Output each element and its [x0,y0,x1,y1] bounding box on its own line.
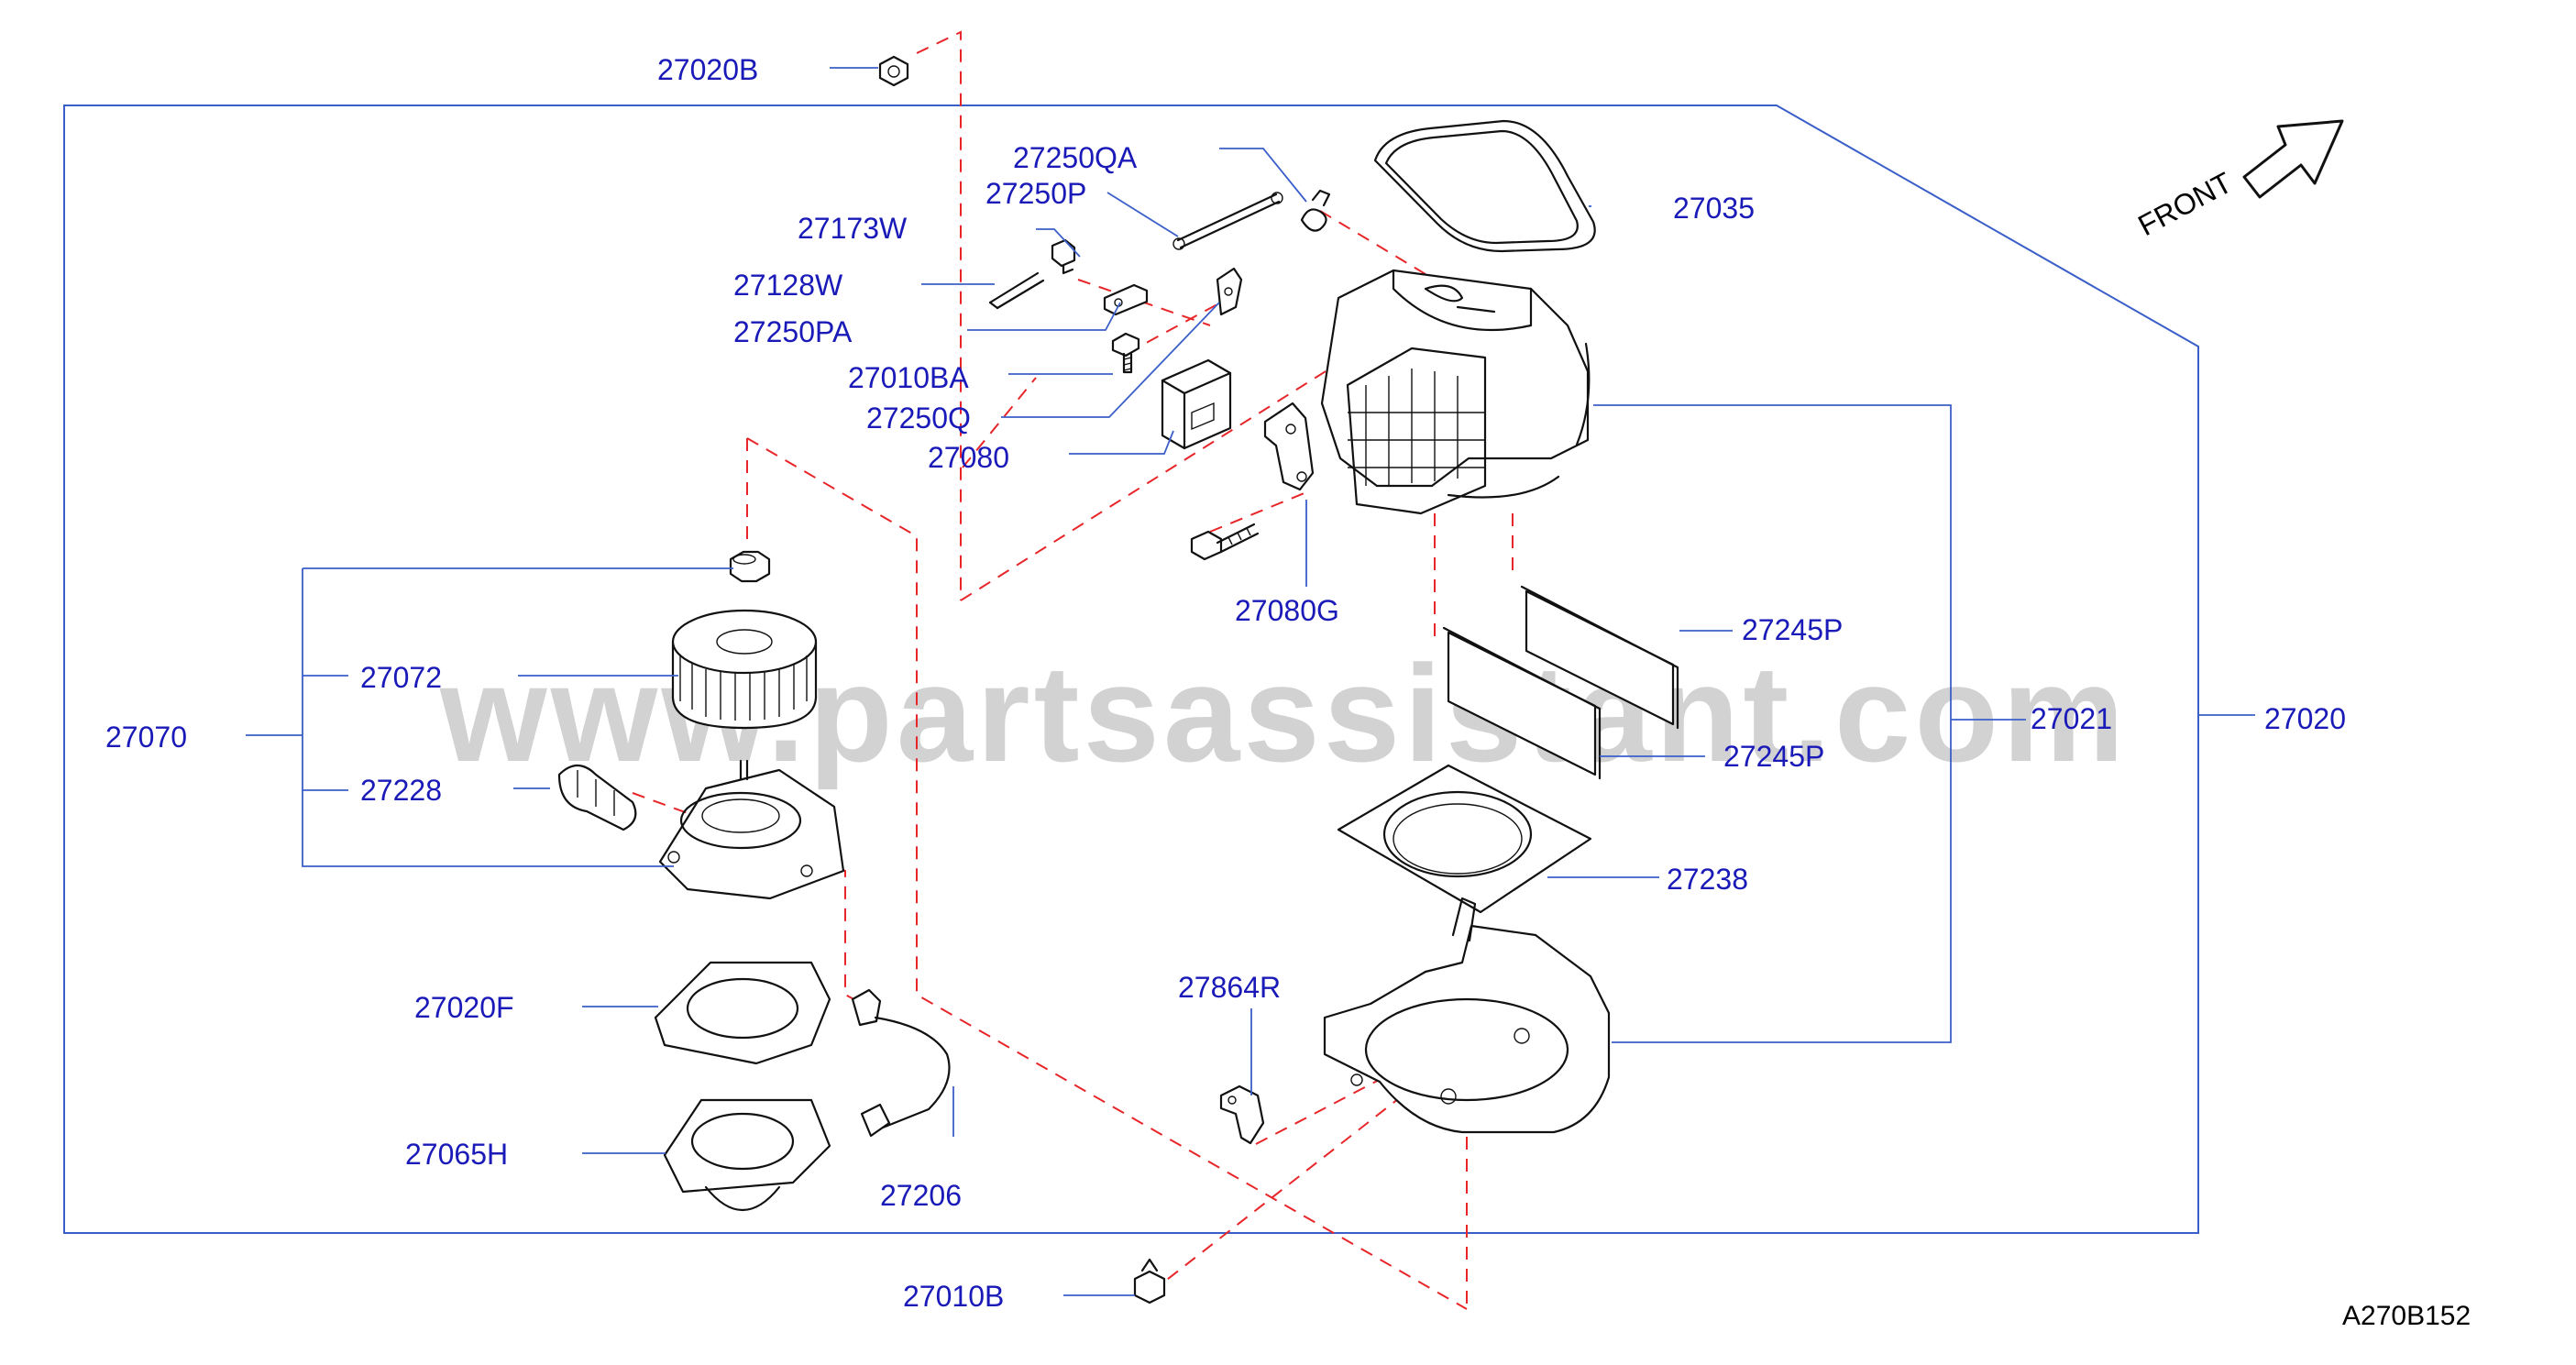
fan-27072 [671,609,818,730]
lower-case-27021 [1323,897,1611,1134]
label-27010BA: 27010BA [848,361,969,394]
bolt-27080G [1190,523,1260,561]
bracket-27250Q [1216,267,1243,316]
leader-lines [246,67,2255,1296]
actuator-27080 [1161,358,1232,450]
intake-housing-27021 [1320,269,1591,515]
clip-27173W [1051,238,1076,275]
label-27245P-upper: 27245P [1742,613,1843,646]
label-27080G: 27080G [1235,594,1339,627]
label-27173W: 27173W [798,212,908,245]
filter-27245P-lower [1442,626,1602,780]
label-27020F: 27020F [414,991,514,1024]
label-27070: 27070 [105,721,187,754]
assembly-frame [63,105,2199,1234]
seal-27035 [1373,119,1596,253]
label-27020: 27020 [2264,702,2346,735]
part-number-labels: 27020B 27250QA 27250P 27173W 27128W 2725… [105,53,2346,1313]
plate-27238 [1337,764,1592,914]
label-27206: 27206 [880,1179,962,1212]
label-27021: 27021 [2031,702,2112,735]
label-27250P: 27250P [985,177,1086,210]
label-27228: 27228 [360,774,442,807]
clip-27010B [1133,1258,1166,1304]
label-27864R: 27864R [1178,971,1281,1004]
front-label: FRONT [2132,166,2237,243]
bracket-27864R [1219,1084,1265,1145]
harness-27206 [851,988,951,1138]
rod-27250P [1172,192,1283,250]
lever-27250PA [1103,283,1149,316]
label-27020B: 27020B [657,53,758,86]
label-27035: 27035 [1673,192,1755,225]
label-27245P-lower: 27245P [1723,740,1824,773]
cover-27065H [663,1098,831,1211]
motor-27070 [658,759,845,900]
label-27250QA: 27250QA [1013,141,1138,174]
screw-27010BA [1111,332,1140,374]
bracket-27080G [1263,402,1315,491]
label-27080: 27080 [928,441,1009,474]
nut-27072 [729,550,771,583]
label-27065H: 27065H [405,1138,508,1171]
label-27250Q: 27250Q [866,402,971,435]
label-27250PA: 27250PA [733,315,853,348]
diagram-code: A270B152 [2342,1301,2471,1331]
clip-27250QA [1300,189,1331,232]
label-27128W: 27128W [733,269,843,302]
link-27128W [988,271,1045,310]
gasket-27020F [654,961,831,1065]
label-27072: 27072 [360,661,442,694]
nut-27020B [878,55,909,87]
filter-27245P-upper [1520,585,1679,730]
label-27010B: 27010B [903,1280,1004,1313]
connector-27228 [557,764,637,831]
label-27238: 27238 [1667,863,1748,896]
front-arrow-icon [2242,119,2344,199]
